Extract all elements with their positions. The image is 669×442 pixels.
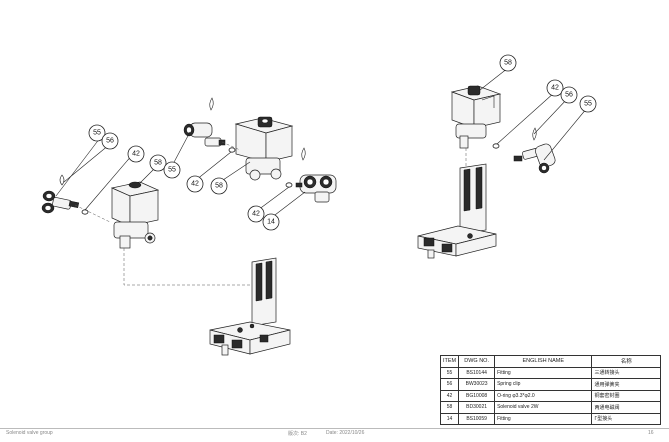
balloon-42-left: 42 [127, 145, 145, 163]
oring-42-right-assy [492, 143, 500, 149]
balloon-42-middle: 42 [186, 175, 204, 193]
bom-dwg: BS10144 [458, 366, 496, 379]
svg-text:58: 58 [504, 60, 512, 67]
bom-item: 42 [439, 389, 460, 402]
middle-valve-assembly [183, 97, 294, 181]
bom-name: 通用弹簧夹 [591, 378, 661, 391]
bom-item: 14 [439, 412, 460, 425]
solenoid-valve-58-left [110, 181, 160, 249]
bom-header-name: 名称 [591, 355, 661, 368]
balloon-56-right: 56 [560, 86, 578, 104]
bom-dwg: BD30021 [458, 401, 496, 414]
clip-56-left [59, 174, 65, 186]
left-bracket-base [209, 257, 291, 356]
clip-56-middle [209, 97, 214, 111]
bom-row: 55 BS10144 Fitting 三通转接头 [439, 366, 661, 379]
bom-english: Fitting [494, 412, 593, 425]
bom-row: 58 BD30021 Solenoid valve 2W 两通电磁阀 [439, 401, 661, 414]
footer-page-number: 16 [648, 430, 654, 436]
footer-rule [0, 428, 669, 429]
balloon-58-left: 58 [149, 154, 167, 172]
right-bracket-base [417, 163, 497, 259]
svg-text:55: 55 [584, 101, 592, 108]
footer-title: Solenoid valve group [6, 430, 53, 436]
bom-name: Γ型接头 [591, 412, 661, 425]
bom-row: 42 BG10008 O-ring φ3.3*φ2.0 铜套密封圈 [439, 389, 661, 402]
oring-42-middle [228, 147, 236, 153]
balloon-42-fitting: 42 [247, 205, 265, 223]
bom-header-english: ENGLISH NAME [494, 355, 593, 368]
svg-text:58: 58 [215, 183, 223, 190]
solenoid-valve-58-right [450, 85, 502, 149]
clip-56-right [301, 147, 306, 161]
bom-dwg: BS10059 [458, 412, 496, 425]
bom-row: 56 BW30023 Spring clip 通用弹簧夹 [439, 378, 661, 391]
solenoid-valve-58-middle [234, 116, 294, 181]
balloon-55-right: 55 [579, 95, 597, 113]
leader-lines [55, 67, 588, 219]
balloon-58-middle: 58 [210, 177, 228, 195]
bom-item: 55 [439, 366, 460, 379]
bom-header-item: ITEM [439, 355, 460, 368]
bom-name: 铜套密封圈 [591, 389, 661, 402]
bom-item: 56 [439, 378, 460, 391]
fitting-14-group [285, 147, 337, 203]
oring-42-left [81, 209, 89, 215]
fitting-55-middle [183, 122, 226, 147]
bom-dwg: BW30023 [458, 378, 496, 391]
svg-text:42: 42 [551, 85, 559, 92]
fitting-55-right [513, 143, 556, 174]
svg-text:42: 42 [252, 211, 260, 218]
bom-item: 58 [439, 401, 460, 414]
bom-name: 两通电磁阀 [591, 401, 661, 414]
oring-42-right [285, 182, 293, 188]
balloon-42-right: 42 [546, 79, 564, 97]
clip-56-right-assy [532, 127, 537, 141]
bom-english: Solenoid valve 2W [494, 401, 593, 414]
svg-text:42: 42 [191, 181, 199, 188]
svg-text:58: 58 [154, 160, 162, 167]
bom-english: Fitting [494, 366, 593, 379]
bom-english: O-ring φ3.3*φ2.0 [494, 389, 593, 402]
bill-of-materials-table: ITEM DWG NO. ENGLISH NAME 名称 55 BS10144 … [439, 355, 661, 425]
footer-date: Date: 2022/10/26 [326, 430, 365, 436]
svg-text:56: 56 [565, 92, 573, 99]
svg-text:14: 14 [267, 219, 275, 226]
balloon-58-right: 58 [499, 54, 517, 72]
fitting-14 [295, 174, 337, 203]
bom-row: 14 BS10059 Fitting Γ型接头 [439, 412, 661, 425]
balloon-55-left: 55 [88, 124, 106, 142]
fitting-55-left [41, 190, 80, 214]
svg-text:55: 55 [168, 167, 176, 174]
svg-text:42: 42 [132, 151, 140, 158]
bom-header-row: ITEM DWG NO. ENGLISH NAME 名称 [439, 355, 661, 368]
balloon-14-fitting: 14 [262, 213, 280, 231]
balloon-56-left: 56 [101, 132, 119, 150]
bom-name: 三通转接头 [591, 366, 661, 379]
bom-english: Spring clip [494, 378, 593, 391]
balloon-55-middle: 55 [163, 161, 181, 179]
svg-text:56: 56 [106, 138, 114, 145]
footer-version: 版次: B2 [288, 431, 307, 437]
left-valve-assembly [41, 174, 250, 286]
right-valve-assembly [417, 85, 556, 259]
bom-dwg: BG10008 [458, 389, 496, 402]
svg-text:55: 55 [93, 130, 101, 137]
bom-header-dwg: DWG NO. [458, 355, 496, 368]
